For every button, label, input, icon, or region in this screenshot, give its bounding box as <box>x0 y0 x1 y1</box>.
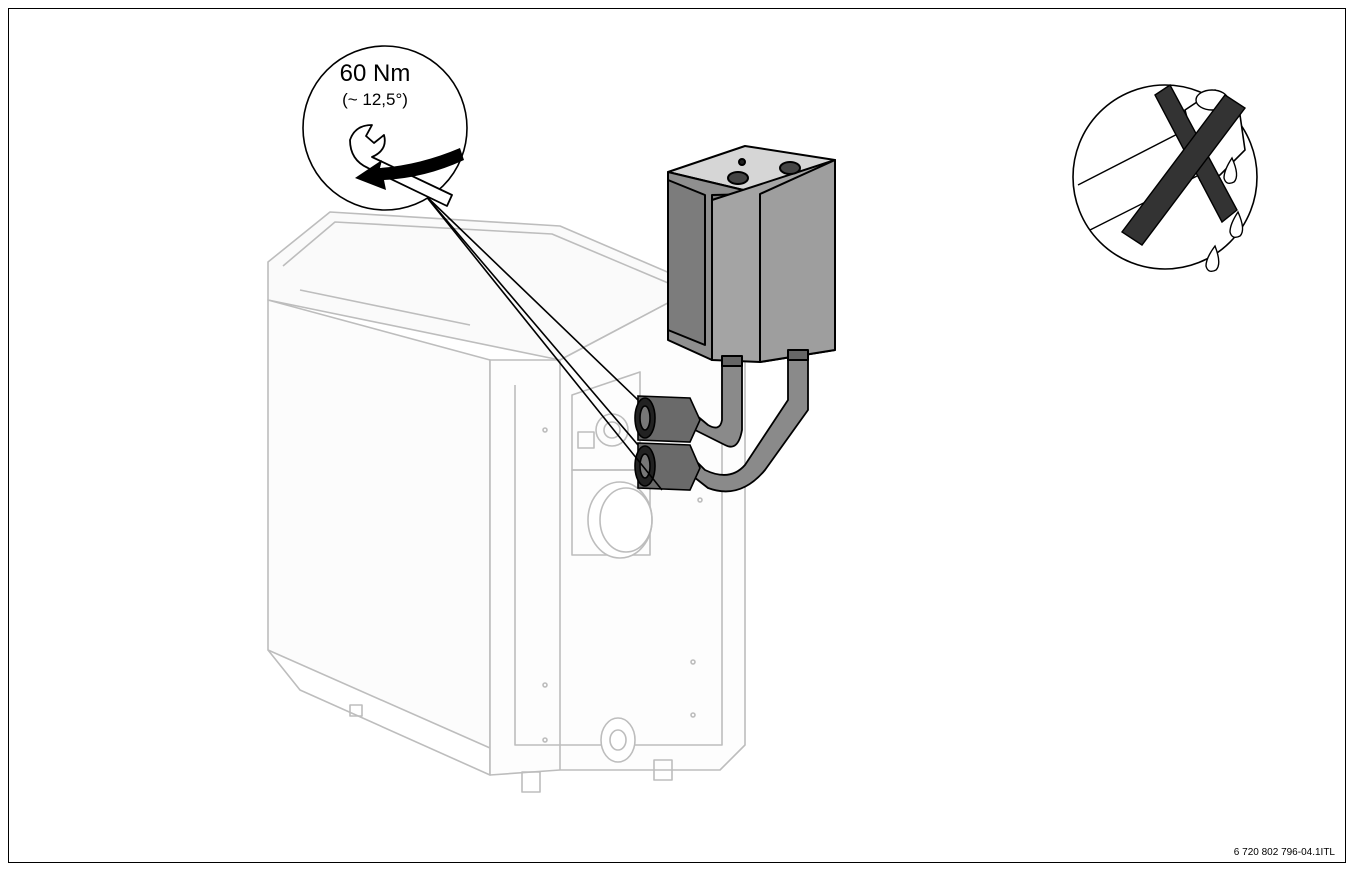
figure-frame <box>8 8 1346 863</box>
torque-callout <box>302 45 663 491</box>
wrench-icon <box>349 124 453 207</box>
connection-module <box>667 145 836 367</box>
torque-angle-label: (~ 12,5°) <box>342 90 408 109</box>
prohibited-leak-icon <box>1072 83 1258 273</box>
water-drop-icon <box>1205 156 1244 273</box>
torque-value-label: 60 Nm <box>339 60 411 87</box>
figure-code: 6 720 802 796-04.1ITL <box>1233 847 1335 858</box>
rotation-arrow-icon <box>355 148 464 190</box>
